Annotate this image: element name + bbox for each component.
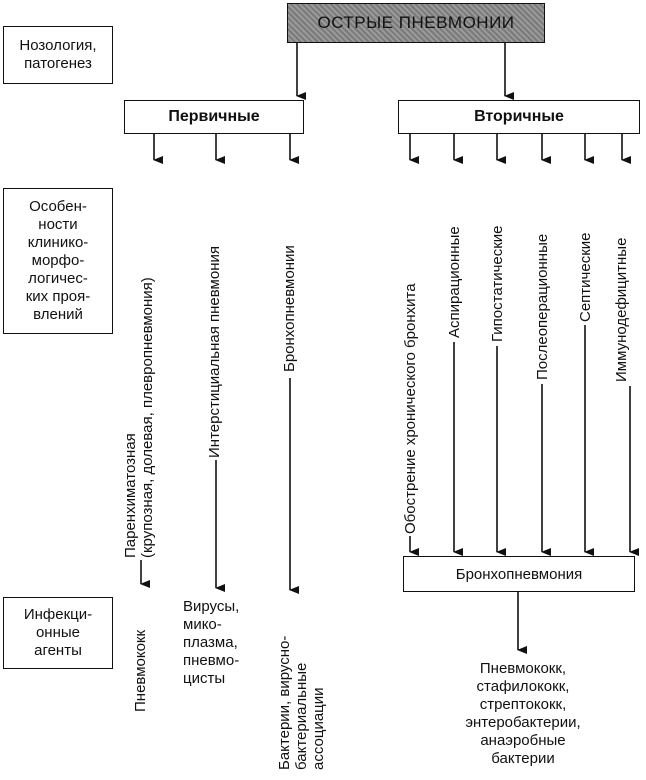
agent-bacteria-line: бактериальные [293,662,310,770]
agent-bacteria-associations: Бактерии, вирусно- бактериальные ассоциа… [276,636,327,770]
primary-form-parenchymal-line1: Паренхиматозная [122,433,139,558]
secondary-form-label: Септические [577,232,594,323]
secondary-agent-line: Пневмококк, [479,660,567,677]
secondary-form-4: Послеоперационные [534,234,551,380]
secondary-form-label: Иммунодефицитные [613,237,630,382]
secondary-box: Вторичные [398,100,640,134]
primary-form-parenchymal: Паренхиматозная (крупозная, долевая, пле… [122,277,156,558]
features-line: ких проя- [25,288,91,305]
secondary-agent-line: бактерии [491,750,555,767]
secondary-form-label: Обострение хронического бронхита [402,283,419,534]
secondary-form-3: Гипостатические [489,225,506,342]
agents-line: Инфекци- [23,606,93,623]
agents-line: агенты [34,642,82,659]
diagram-title: ОСТРЫЕ ПНЕВМОНИИ [317,13,515,32]
agent-bacteria-line: ассоциации [310,687,327,770]
agent-pneumococcus-label: Пневмококк [132,629,149,712]
bronchopneumonia-box: Бронхопневмония [403,556,635,592]
agent-viruses-line: цисты [183,670,226,687]
row-label-nosology: Нозология, патогенез [3,26,113,84]
primary-form-parenchymal-line2: (крупозная, долевая, плевропневмония) [139,277,156,558]
features-line: клинико- [27,234,89,251]
secondary-agents: Пневмококк, стафилококк, стрептококк, эн… [438,660,608,768]
agent-bacteria-line: Бактерии, вирусно- [276,635,293,770]
primary-form-broncho-label: Бронхопневмонии [281,245,298,372]
secondary-form-label: Гипостатические [489,225,506,342]
primary-form-interstitial: Интерстициальная пневмония [206,246,223,458]
secondary-agent-line: стрептококк, [479,696,567,713]
features-line: морфо- [31,252,85,269]
secondary-form-5: Септические [577,233,594,323]
features-line: ности [38,216,78,233]
primary-form-broncho: Бронхопневмонии [281,245,298,372]
secondary-form-1: Обострение хронического бронхита [402,283,419,534]
primary-box: Первичные [124,100,304,134]
primary-label: Первичные [168,108,260,125]
agent-viruses-line: плазма, [183,634,238,651]
bronchopneumonia-label: Бронхопневмония [455,565,583,583]
secondary-form-6: Иммунодефицитные [613,238,630,382]
agent-pneumococcus: Пневмококк [132,630,149,712]
agent-viruses-line: мико- [183,616,222,633]
secondary-label: Вторичные [474,108,564,125]
primary-form-interstitial-label: Интерстициальная пневмония [206,246,223,458]
secondary-form-2: Аспирационные [446,226,463,338]
row-label-nosology-line2: патогенез [24,55,92,72]
diagram-title-box: ОСТРЫЕ ПНЕВМОНИИ [287,3,545,43]
secondary-agent-line: стафилококк, [476,678,570,695]
row-label-nosology-line1: Нозология, [19,37,97,54]
features-line: влений [33,306,83,323]
features-line: Особен- [29,198,87,215]
secondary-form-label: Аспирационные [446,226,463,338]
features-line: логичес- [28,270,88,287]
secondary-agent-line: энтеробактерии, [465,714,581,731]
agent-viruses-line: Вирусы, [183,598,240,615]
agents-line: онные [35,624,81,641]
agent-viruses-line: пневмо- [183,652,240,669]
secondary-agent-line: анаэробные [480,732,566,749]
secondary-form-label: Послеоперационные [534,233,551,380]
row-label-agents: Инфекци- онные агенты [3,597,113,669]
agent-viruses: Вирусы, мико- плазма, пневмо- цисты [183,598,239,688]
row-label-features: Особен- ности клинико- морфо- логичес- к… [3,188,113,334]
